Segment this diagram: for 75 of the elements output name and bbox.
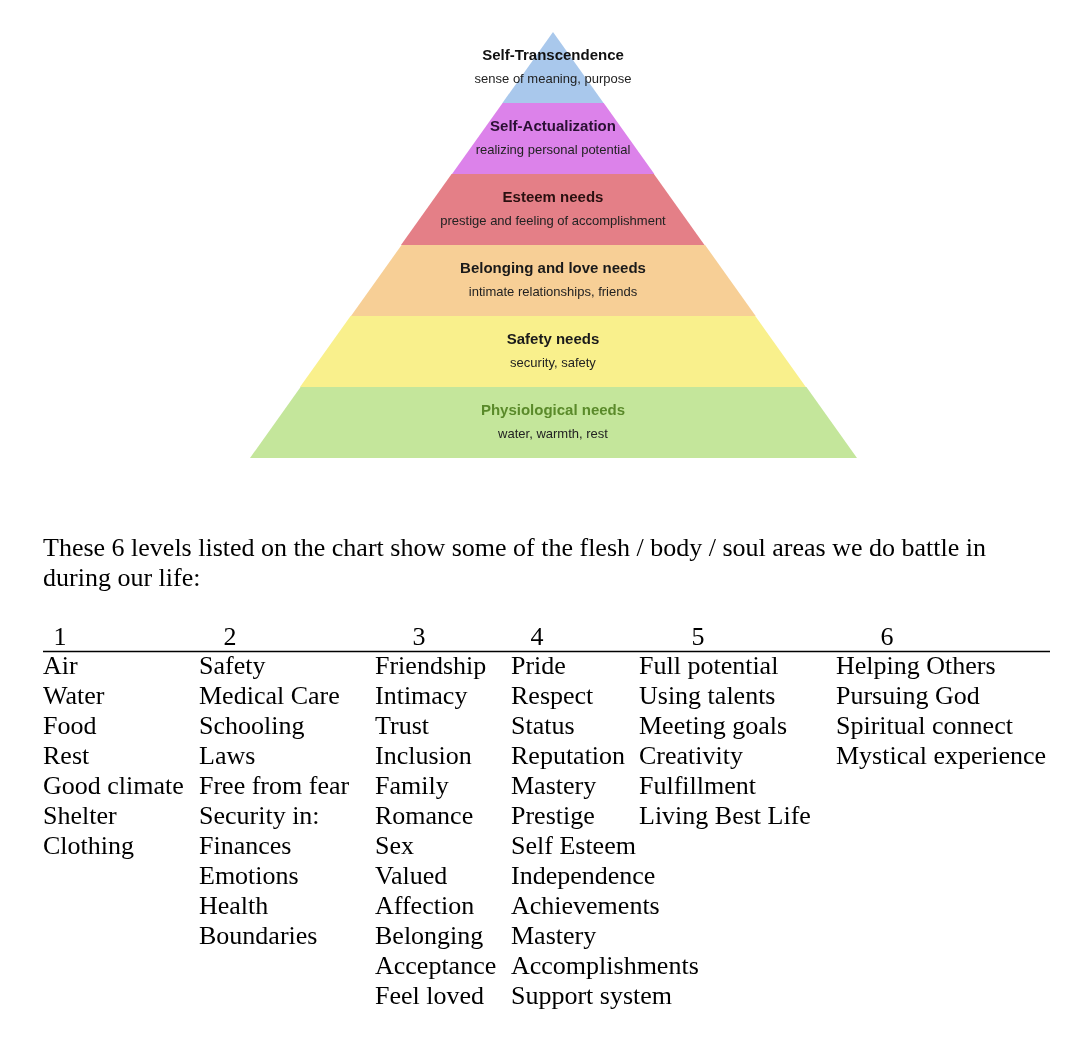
need-item: Pride xyxy=(511,653,566,679)
need-item: Status xyxy=(511,713,575,739)
need-item: Prestige xyxy=(511,803,595,829)
intro-paragraph: These 6 levels listed on the chart show some of the flesh / body / soul areas we do battle in during our life: xyxy=(43,533,987,593)
need-item: Laws xyxy=(199,743,256,769)
pyramid-level xyxy=(350,245,756,316)
pyramid-level xyxy=(401,174,705,245)
need-item: Inclusion xyxy=(375,743,472,769)
need-item: Good climate xyxy=(43,773,184,799)
column-number: 2 xyxy=(223,624,237,650)
column-number: 4 xyxy=(530,624,544,650)
need-item: Self Esteem xyxy=(511,833,636,859)
need-item: Spiritual connect xyxy=(836,713,1013,739)
pyramid-level xyxy=(451,103,655,174)
level-description: water, warmth, rest xyxy=(498,426,608,442)
level-title: Physiological needs xyxy=(480,401,626,419)
need-item: Full potential xyxy=(639,653,779,679)
need-item: Respect xyxy=(511,683,594,709)
need-item: Medical Care xyxy=(199,683,340,709)
level-description: security, safety xyxy=(510,355,596,371)
need-item: Finances xyxy=(199,833,292,859)
need-item: Sex xyxy=(375,833,414,859)
need-item: Reputation xyxy=(511,743,626,769)
column-number: 6 xyxy=(880,624,894,650)
need-item: Clothing xyxy=(43,833,134,859)
need-item: Creativity xyxy=(639,743,743,769)
need-item: Living Best Life xyxy=(639,803,811,829)
need-item: Valued xyxy=(375,863,448,889)
column-number: 5 xyxy=(691,624,705,650)
need-item: Feel loved xyxy=(375,983,485,1009)
need-item: Fulfillment xyxy=(639,773,756,799)
need-item: Support system xyxy=(511,983,673,1009)
need-item: Achievements xyxy=(511,893,660,919)
need-item: Affection xyxy=(375,893,475,919)
need-item: Independence xyxy=(511,863,656,889)
need-item: Accomplishments xyxy=(511,953,699,979)
need-item: Food xyxy=(43,713,97,739)
need-item: Using talents xyxy=(639,683,776,709)
need-item: Family xyxy=(375,773,449,799)
level-description: realizing personal potential xyxy=(475,142,631,158)
need-item: Mystical experience xyxy=(836,743,1047,769)
need-item: Intimacy xyxy=(375,683,468,709)
need-item: Romance xyxy=(375,803,474,829)
need-item: Schooling xyxy=(199,713,305,739)
need-item: Belonging xyxy=(375,923,484,949)
need-item: Meeting goals xyxy=(639,713,788,739)
need-item: Boundaries xyxy=(199,923,318,949)
level-description: intimate relationships, friends xyxy=(468,284,638,300)
need-item: Acceptance xyxy=(375,953,497,979)
need-item: Mastery xyxy=(511,923,597,949)
need-item: Water xyxy=(43,683,105,709)
level-title: Self-Actualization xyxy=(490,117,616,135)
need-item: Shelter xyxy=(43,803,117,829)
need-item: Safety xyxy=(199,653,266,679)
column-number: 3 xyxy=(412,624,426,650)
need-item: Rest xyxy=(43,743,90,769)
need-item: Free from fear xyxy=(199,773,350,799)
need-item: Health xyxy=(199,893,269,919)
pyramid-level xyxy=(300,316,806,387)
level-description: prestige and feeling of accomplishment xyxy=(440,213,666,229)
need-item: Air xyxy=(43,653,78,679)
need-item: Security in: xyxy=(199,803,320,829)
level-title: Safety needs xyxy=(506,330,600,348)
need-item: Friendship xyxy=(375,653,487,679)
need-item: Helping Others xyxy=(836,653,996,679)
level-title: Esteem needs xyxy=(502,188,604,206)
need-item: Trust xyxy=(375,713,429,739)
need-item: Pursuing God xyxy=(836,683,980,709)
need-item: Emotions xyxy=(199,863,299,889)
column-number: 1 xyxy=(53,624,67,650)
pyramid-level xyxy=(249,387,857,458)
level-title: Belonging and love needs xyxy=(460,259,646,277)
level-title: Self-Transcendence xyxy=(482,46,624,64)
level-description: sense of meaning, purpose xyxy=(474,71,632,87)
need-item: Mastery xyxy=(511,773,597,799)
